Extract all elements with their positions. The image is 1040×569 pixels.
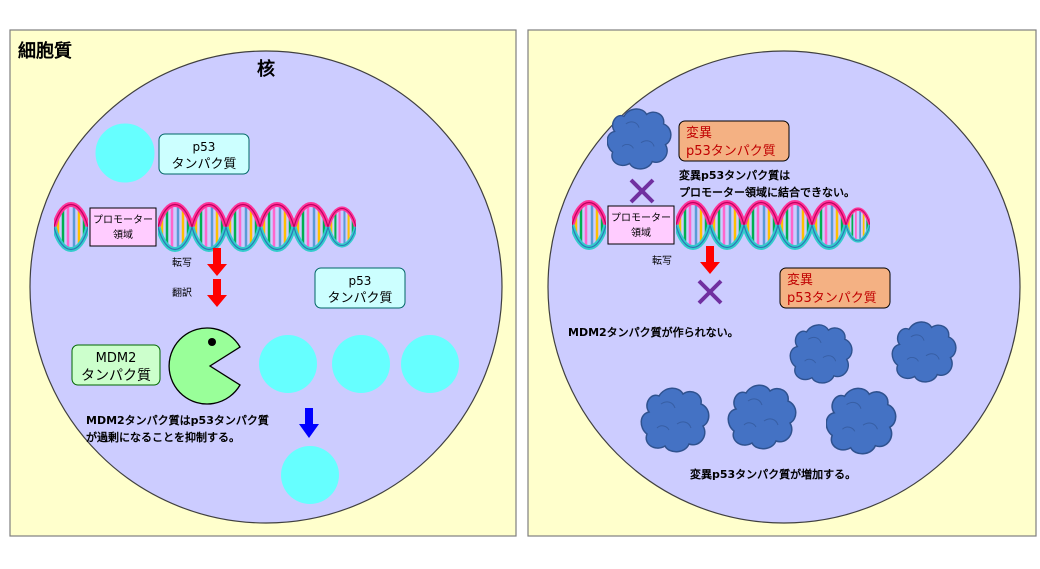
- cloud-protein-icon: [727, 384, 797, 450]
- promoter-line1: プロモーター: [93, 214, 153, 226]
- cross-icon: [697, 279, 723, 305]
- transcription-label: 転写: [652, 255, 672, 267]
- mdm2-note-line1: MDM2タンパク質はp53タンパク質: [86, 413, 269, 427]
- mdm2-label-line2: タンパク質: [81, 368, 151, 384]
- cloud-protein-icon: [826, 387, 897, 455]
- pacman-protein-icon: [168, 327, 241, 405]
- nucleus-left: [29, 50, 503, 524]
- translation-label: 翻訳: [172, 286, 192, 299]
- mutant-label2-line2: p53タンパク質: [787, 291, 877, 306]
- cloud-protein-icon: [891, 321, 957, 383]
- mdm2-label-line1: MDM2: [96, 351, 137, 366]
- p53-protein: [332, 335, 390, 393]
- mutant-label-line1: 変異: [686, 125, 712, 141]
- mutant-label2-line1: 変異: [787, 272, 813, 288]
- arrow-down-icon: [207, 248, 227, 276]
- promoter-line2: 領域: [113, 228, 133, 241]
- p53-label2-line1: p53: [349, 274, 372, 288]
- p53-label-box-2: [314, 267, 406, 309]
- mdm2-label-box: [71, 344, 161, 386]
- mutant-label-box: [678, 120, 790, 162]
- arrow-down-icon: [299, 408, 319, 438]
- cloud-protein-icon: [640, 387, 710, 453]
- arrow-down-icon: [700, 246, 720, 274]
- arrow-down-icon: [207, 279, 227, 307]
- nucleus-label: 核: [257, 58, 275, 80]
- promoter-box: [89, 207, 157, 247]
- no-mdm2-text: MDM2タンパク質が作られない。: [568, 325, 739, 339]
- cloud-protein-icon: [607, 108, 672, 170]
- right-panel: 変異 p53タンパク質 変異p53タンパク質は プロモーター領域に結合できない。…: [527, 29, 1037, 537]
- mutant-label-box-2: [779, 267, 891, 309]
- promoter-line2: 領域: [631, 226, 651, 239]
- mutant-label-line2: p53タンパク質: [686, 144, 776, 159]
- cytoplasm-label: 細胞質: [18, 40, 72, 62]
- cloud-protein-icon: [789, 324, 853, 384]
- cannot-bind-line2: プロモーター領域に結合できない。: [679, 185, 855, 199]
- cannot-bind-line1: 変異p53タンパク質は: [679, 168, 790, 182]
- increase-text: 変異p53タンパク質が増加する。: [690, 467, 856, 481]
- left-panel: 細胞質 核 p53 タンパク質 プロモーター 領域 転写 翻訳: [9, 29, 517, 537]
- p53-label-line2: タンパク質: [171, 157, 236, 172]
- p53-protein: [95, 123, 155, 183]
- transcription-label: 転写: [172, 257, 192, 269]
- p53-protein: [401, 335, 459, 393]
- p53-label2-line2: タンパク質: [327, 291, 392, 306]
- cross-icon: [629, 178, 655, 204]
- p53-protein: [281, 446, 339, 504]
- p53-label-box: [158, 133, 250, 175]
- mdm2-note-line2: が過剰になることを抑制する。: [86, 430, 240, 444]
- p53-label-line1: p53: [193, 140, 216, 154]
- promoter-line1: プロモーター: [611, 212, 671, 224]
- promoter-box: [607, 205, 675, 245]
- p53-protein: [259, 335, 317, 393]
